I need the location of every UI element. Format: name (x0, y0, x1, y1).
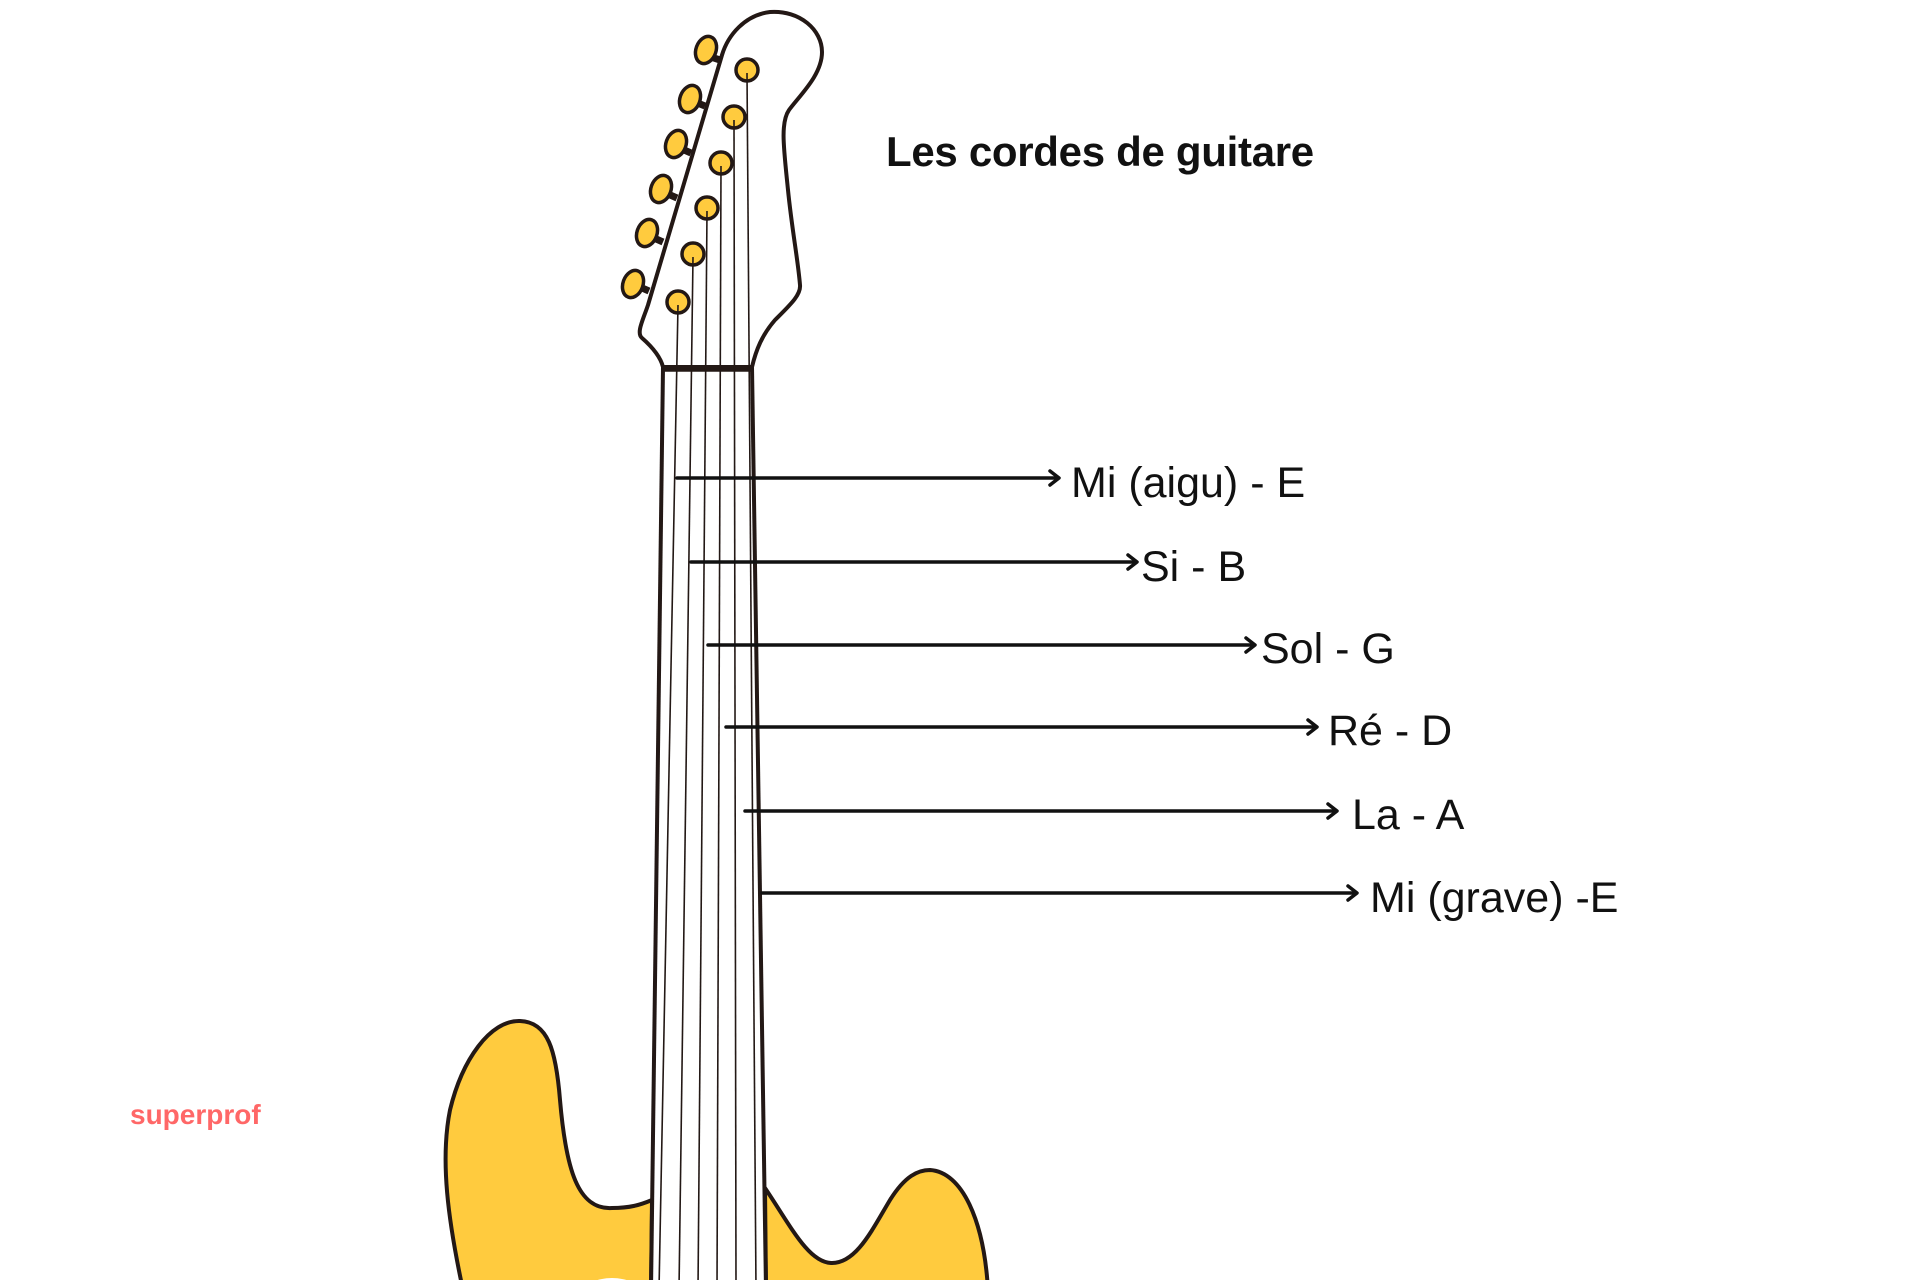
string-label-low-e: Mi (grave) -E (1370, 874, 1619, 922)
string-label-d: Ré - D (1328, 707, 1453, 755)
guitar-headstock (637, 9, 824, 372)
string-posts (665, 57, 760, 315)
string-label-b: Si - B (1141, 543, 1247, 591)
tuning-pegs (620, 34, 722, 300)
guitar-neck (649, 366, 768, 1280)
diagram-title: Les cordes de guitare (886, 128, 1314, 175)
label-arrows (675, 469, 1359, 902)
guitar-body (443, 1018, 990, 1280)
string-label-g: Sol - G (1261, 625, 1395, 673)
superprof-logo: superprof (130, 1099, 261, 1130)
string-label-a: La - A (1352, 791, 1465, 839)
guitar-strings (658, 72, 757, 1280)
string-label-high-e: Mi (aigu) - E (1071, 459, 1306, 507)
